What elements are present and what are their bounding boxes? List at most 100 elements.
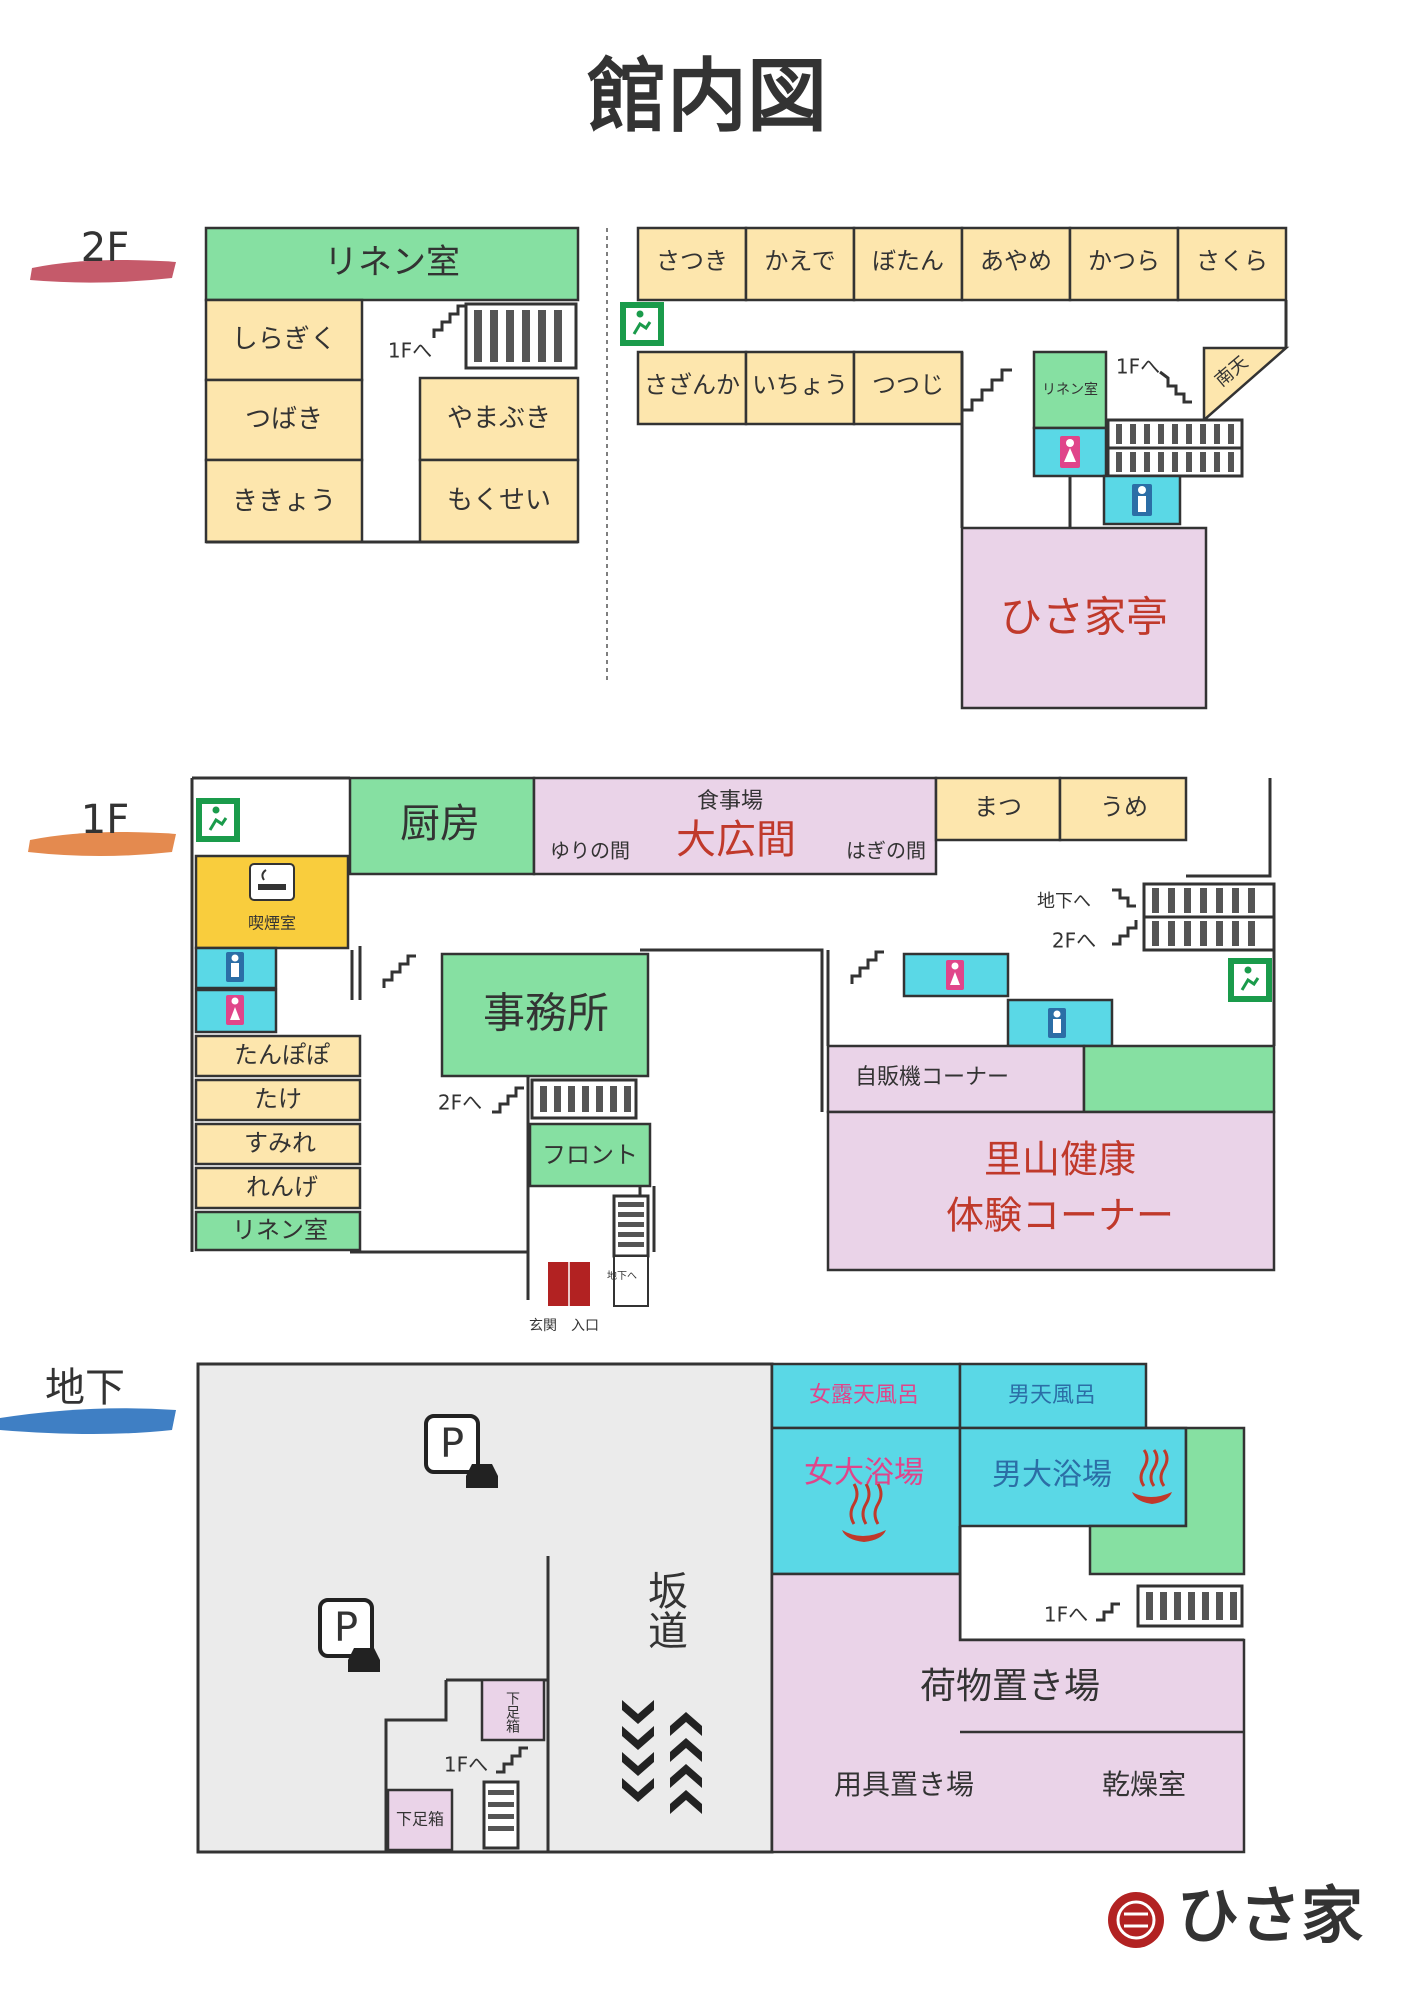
b1-to-1f-right: 1Fへ xyxy=(1044,1603,1088,1627)
room-mokusei xyxy=(418,458,580,544)
entrance-door-icon[interactable] xyxy=(548,1262,590,1306)
1f-stairs-front xyxy=(530,1078,638,1120)
shoe-box-2-label: 下足箱 xyxy=(396,1810,444,1829)
parking-icon-1[interactable]: P xyxy=(424,1414,498,1488)
satoyama-label-1: 里山健康 xyxy=(984,1138,1136,1182)
b1-stairs-right xyxy=(1136,1584,1244,1628)
room-matsu-label: まつ xyxy=(974,793,1022,821)
room-ayame-label: あやめ xyxy=(980,247,1052,275)
room-mokusei-label: もくせい xyxy=(447,486,551,516)
women-bath-label: 女大浴場 xyxy=(804,1456,924,1491)
satoyama-corner xyxy=(826,1110,1276,1272)
room-katsura-label: かつら xyxy=(1088,247,1160,275)
satoyama-label-2: 体験コーナー xyxy=(946,1194,1174,1238)
office-label: 事務所 xyxy=(483,989,609,1038)
women-outdoor-label: 女露天風呂 xyxy=(809,1383,919,1408)
slope-label: 坂道 xyxy=(641,1570,687,1650)
yuri-room-label: ゆりの間 xyxy=(550,839,630,863)
emergency-exit-icon-1f-left xyxy=(196,798,240,842)
shoe-box-1-label: 下足箱 xyxy=(504,1691,520,1733)
room-sumire xyxy=(194,1122,362,1166)
hot-spring-icon xyxy=(842,1483,886,1542)
2f-stairs-left xyxy=(432,302,578,370)
brush-2f xyxy=(30,260,176,283)
luggage-label: 荷物置き場 xyxy=(920,1666,1100,1707)
room-take xyxy=(194,1078,362,1122)
hagi-room-label: はぎの間 xyxy=(846,839,926,863)
room-renge xyxy=(194,1166,362,1210)
room-tsubaki-label: つばき xyxy=(245,405,323,435)
room-ichou xyxy=(744,350,856,426)
room-kikyou xyxy=(204,458,364,544)
room-sakura-label: さくら xyxy=(1196,247,1268,275)
front-desk xyxy=(528,1122,652,1188)
equipment-label: 用具置き場 xyxy=(834,1768,974,1801)
room-tsutsuji xyxy=(852,350,964,426)
b1-stairs-left xyxy=(482,1780,520,1850)
shoe-box-1 xyxy=(480,1678,546,1742)
front-desk-label: フロント xyxy=(542,1141,638,1169)
room-katsura xyxy=(1068,226,1180,302)
room-tsutsuji-label: つつじ xyxy=(872,371,944,399)
parking-icon-2[interactable]: P xyxy=(318,1598,380,1672)
office xyxy=(440,952,650,1078)
slope-arrows xyxy=(622,1700,702,1814)
room-sazanka-label: さざんか xyxy=(644,371,740,399)
2f-stair-note-right: 1Fへ xyxy=(1116,355,1160,379)
room-ume-label: うめ xyxy=(1100,793,1148,821)
room-tanpopo xyxy=(194,1034,362,1078)
1f-linen-room xyxy=(194,1210,362,1252)
brush-b1 xyxy=(0,1408,176,1434)
shoe-box-2 xyxy=(386,1788,454,1852)
vending-label: 自販機コーナー xyxy=(855,1065,1009,1090)
restaurant-hisayatei xyxy=(960,526,1208,710)
men-bath xyxy=(958,1426,1188,1528)
2f-linen-label: リネン室 xyxy=(324,243,460,283)
1f-to-b1-right: 地下へ xyxy=(1037,891,1091,912)
room-satsuki-label: さつき xyxy=(656,247,728,275)
entrance-label: 玄関 入口 xyxy=(529,1317,599,1334)
floor-label-b1: 地下 xyxy=(45,1365,125,1411)
room-botan-label: ぼたん xyxy=(872,247,944,275)
men-toilet-icon xyxy=(1048,1008,1066,1038)
2f-linen-small xyxy=(1032,350,1108,430)
room-kaede-label: かえで xyxy=(764,247,835,275)
1f-green-room xyxy=(1082,1044,1276,1114)
2f-linen-room xyxy=(204,226,580,302)
hisaya-logo: ひさ家 xyxy=(1108,1879,1363,1952)
room-shiragiku xyxy=(204,298,364,382)
emergency-exit-icon-2f xyxy=(620,302,664,346)
room-satsuki xyxy=(636,226,748,302)
room-kaede xyxy=(744,226,856,302)
room-sumire-label: すみれ xyxy=(244,1129,316,1157)
brush-1f xyxy=(28,832,176,856)
emergency-exit-icon-1f-right xyxy=(1228,958,1272,1002)
luggage-area xyxy=(770,1572,1246,1854)
dining-sub-label: 食事場 xyxy=(697,789,763,814)
men-toilet-icon xyxy=(226,952,244,982)
women-toilet-icon xyxy=(946,960,964,990)
smoking-label: 喫煙室 xyxy=(248,914,296,933)
room-matsu xyxy=(934,776,1062,842)
room-tanpopo-label: たんぽぽ xyxy=(234,1041,330,1069)
kitchen-label: 厨房 xyxy=(400,801,480,847)
floor-label-1f: 1F xyxy=(81,797,129,843)
b1-green-room xyxy=(1088,1426,1246,1576)
room-ichou-label: いちょう xyxy=(752,371,848,399)
room-nanten xyxy=(1202,346,1290,423)
dining-label: 大広間 xyxy=(676,817,796,863)
1f-stairs-down xyxy=(612,1194,650,1258)
1f-to-b1-left: 地下へ xyxy=(607,1269,637,1282)
1f-to-2f-left: 2Fへ xyxy=(438,1091,482,1115)
men-bath-label: 男大浴場 xyxy=(992,1458,1112,1493)
2f-stairs-right xyxy=(1106,418,1244,478)
2f-stair-note-left: 1Fへ xyxy=(388,339,432,363)
restaurant-label: ひさ家亭 xyxy=(1000,593,1168,642)
b1-to-1f-left: 1Fへ xyxy=(444,1753,488,1777)
room-renge-label: れんげ xyxy=(246,1173,318,1201)
women-toilet-icon xyxy=(226,995,244,1025)
1f-stairs-right xyxy=(1142,882,1276,952)
room-kikyou-label: ききょう xyxy=(232,487,336,517)
svg-text:P: P xyxy=(440,1421,464,1467)
